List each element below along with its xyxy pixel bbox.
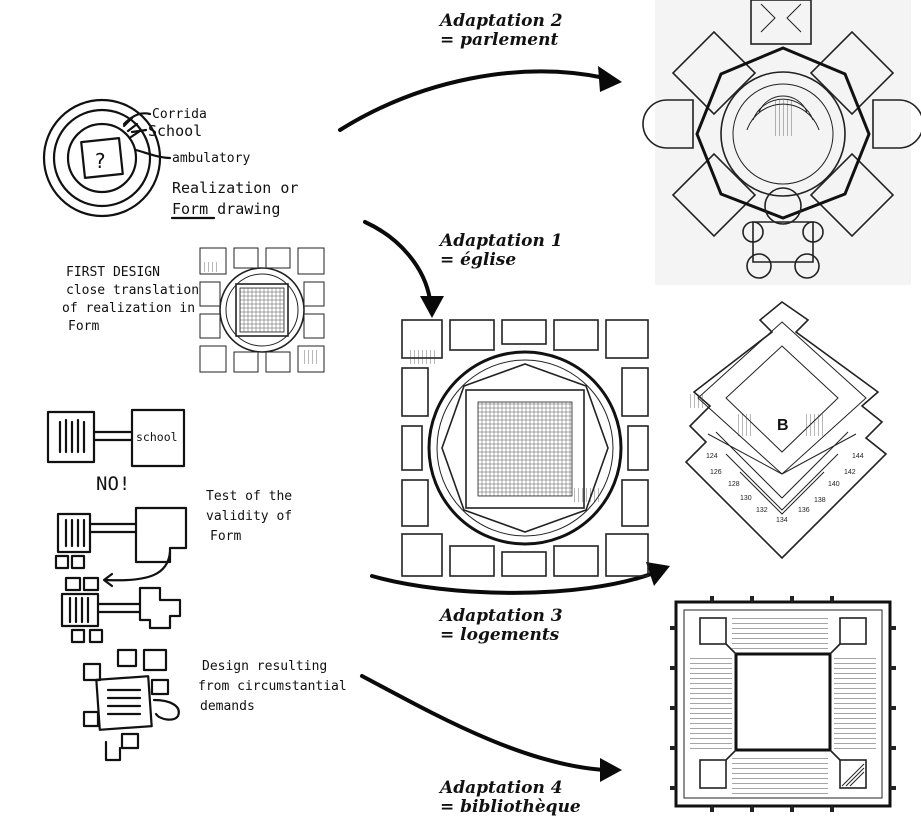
test-connector (94, 432, 132, 440)
result-room-7 (122, 734, 138, 748)
first-design-plan (200, 248, 324, 372)
housing-plan: B 124 126 128 130 132 134 136 138 140 14… (686, 302, 886, 558)
room-128: 128 (728, 481, 740, 488)
room-138: 138 (814, 497, 826, 504)
concept-sketch: ? Corrida School ambulatory Realization … (44, 100, 298, 218)
variant-box-b (62, 594, 98, 626)
test-line-1: Test of the (206, 489, 292, 504)
variant-curve-arrow (106, 552, 170, 580)
school-label: School (148, 122, 202, 140)
ambulatory-leader (136, 150, 170, 158)
result-room-1 (118, 650, 136, 666)
library-plan (670, 596, 896, 812)
corridor-label: Corrida (152, 107, 207, 122)
variant-small-b4 (90, 630, 102, 642)
first-design-line-4: Form (68, 319, 99, 334)
ambulatory-label: ambulatory (172, 151, 250, 166)
room-130: 130 (740, 495, 752, 502)
adaptation-2-subtitle: = parlement (440, 30, 558, 50)
adaptation-1-subtitle: = église (440, 250, 516, 270)
variant-small-b2 (84, 578, 98, 590)
variant-hatch-b (70, 598, 88, 622)
no-label: NO! (96, 473, 130, 495)
arrowhead-adaptation-4 (600, 758, 622, 782)
room-124: 124 (706, 453, 718, 460)
result-block: Design resulting from circumstantial dem… (84, 650, 347, 760)
result-main-box (96, 676, 151, 730)
result-room-8 (106, 742, 120, 760)
variant-small-a2 (72, 556, 84, 568)
variant-connector-b (98, 604, 140, 612)
adaptation-2-title: Adaptation 2 (438, 11, 563, 31)
room-140: 140 (828, 481, 840, 488)
variant-box-a (58, 514, 90, 552)
result-room-5 (154, 700, 179, 720)
result-line-2: from circumstantial (198, 679, 347, 694)
room-136: 136 (798, 507, 810, 514)
room-142: 142 (844, 469, 856, 476)
adaptation-3-title: Adaptation 3 (438, 606, 563, 626)
question-mark: ? (94, 149, 106, 173)
variant-small-b1 (66, 578, 80, 590)
test-line-3: Form (210, 529, 241, 544)
housing-big-label: B (777, 417, 789, 434)
result-line-3: demands (200, 699, 255, 714)
result-room-2 (144, 650, 166, 670)
first-design-line-2: close translation (66, 283, 199, 298)
variant-building-a (136, 508, 186, 562)
test-block: school NO! Test of the validity of Form (48, 410, 292, 642)
room-144: 144 (852, 453, 864, 460)
arrow-to-adaptation-1 (365, 222, 430, 300)
result-line-1: Design resulting (202, 659, 327, 674)
test-box-hatch (60, 420, 84, 452)
arrow-to-adaptation-4 (362, 676, 604, 770)
adaptation-1-title: Adaptation 1 (438, 231, 563, 251)
variant-hatch-a (66, 520, 84, 546)
arrowhead-adaptation-2 (598, 66, 622, 92)
room-134: 134 (776, 517, 788, 524)
realization-label-1: Realization or (172, 179, 298, 197)
room-132: 132 (756, 507, 768, 514)
variant-connector-a (90, 524, 136, 532)
church-plan (402, 320, 648, 576)
first-design-block: FIRST DESIGN close translation of realiz… (62, 248, 324, 372)
result-room-6 (84, 712, 98, 726)
result-room-4 (152, 680, 168, 694)
adaptation-3-subtitle: = logements (440, 625, 560, 645)
variant-building-b (140, 588, 180, 628)
first-design-line-1: FIRST DESIGN (66, 265, 160, 280)
result-room-3 (84, 664, 100, 680)
result-hatch (108, 690, 140, 714)
parliament-plan (643, 0, 921, 285)
variant-small-b3 (72, 630, 84, 642)
arrow-to-adaptation-2 (340, 71, 605, 130)
school-leader (132, 130, 146, 132)
first-design-line-3: of realization in (62, 301, 195, 316)
test-line-2: validity of (206, 509, 292, 524)
room-126: 126 (710, 469, 722, 476)
adaptation-4-subtitle: = bibliothèque (440, 797, 581, 817)
variant-small-a1 (56, 556, 68, 568)
school-box-label: school (136, 430, 178, 444)
arrowhead-adaptation-1 (420, 296, 444, 318)
adaptation-4-title: Adaptation 4 (438, 778, 563, 798)
realization-label-2: Form drawing (172, 200, 280, 218)
